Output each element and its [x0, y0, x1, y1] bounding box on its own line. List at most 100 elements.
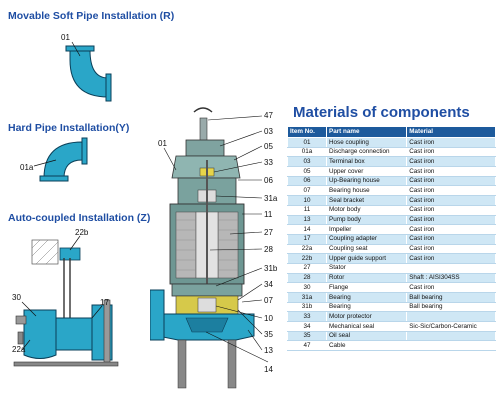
callout-11: 11	[264, 210, 273, 219]
material	[406, 330, 496, 342]
material: Cast iron	[406, 204, 496, 216]
callout-34: 34	[264, 280, 273, 289]
part-name: Pump body	[325, 214, 408, 226]
item-no: 27	[287, 262, 327, 274]
callout-35: 35	[264, 330, 273, 339]
callout-31b: 31b	[264, 264, 278, 273]
item-no: 06	[287, 175, 327, 187]
part-name: Oil seal	[325, 330, 408, 342]
part-name: Discharge connection	[325, 146, 408, 158]
item-no: 07	[287, 185, 327, 197]
material: Cast iron	[406, 243, 496, 255]
material: Cast iron	[406, 282, 496, 293]
label-30: 30	[12, 293, 21, 302]
item-no: 10	[287, 195, 327, 206]
material: Cast iron	[406, 137, 496, 148]
part-name: Bearing	[325, 292, 408, 303]
material	[406, 340, 496, 352]
hard-pipe-elbow: 01a	[20, 137, 88, 182]
item-no: 22a	[287, 243, 327, 255]
material: Cast iron	[406, 195, 496, 206]
item-no: 30	[287, 282, 327, 293]
item-no: 35	[287, 330, 327, 342]
part-name: Coupling seat	[325, 243, 408, 255]
item-no: 03	[287, 156, 327, 168]
part-name: Terminal box	[325, 156, 408, 168]
item-no: 28	[287, 272, 327, 284]
item-no: 05	[287, 166, 327, 177]
material: Cast iron	[406, 146, 496, 158]
part-name: Upper guide support	[325, 253, 408, 264]
movable-installation-title: Movable Soft Pipe Installation (R)	[8, 10, 175, 22]
part-name: Up-Bearing house	[325, 175, 408, 187]
item-no: 33	[287, 311, 327, 323]
label-17: 17	[100, 298, 109, 307]
callout-13: 13	[264, 346, 273, 355]
callout-03: 03	[264, 127, 273, 136]
callout-31a: 31a	[264, 194, 278, 203]
part-name: Mechanical seal	[325, 321, 408, 332]
part-name: Bearing	[325, 301, 408, 313]
callout-06: 06	[264, 176, 273, 185]
item-no: 34	[287, 321, 327, 332]
item-no: 11	[287, 204, 327, 216]
part-name: Rotor	[325, 272, 408, 284]
item-no: 01a	[287, 146, 327, 158]
part-name: Seal bracket	[325, 195, 408, 206]
material: Cast iron	[406, 166, 496, 177]
label-22a: 22a	[12, 345, 26, 354]
part-name: Cable	[325, 340, 408, 352]
soft-pipe-elbow: 01	[61, 33, 112, 102]
item-no: 31a	[287, 292, 327, 303]
material	[406, 311, 496, 323]
item-no: 22b	[287, 253, 327, 264]
callout-28: 28	[264, 245, 273, 254]
item-no: 13	[287, 214, 327, 226]
callout-14: 14	[264, 365, 273, 374]
part-name: Impeller	[325, 224, 408, 235]
header-part-name: Part name	[325, 126, 408, 138]
label-01-movable: 01	[61, 33, 70, 42]
material: Sic-Sic/Carbon-Ceramic	[406, 321, 496, 332]
callout-10: 10	[264, 314, 273, 323]
materials-header-row: Item No. Part name Material	[287, 126, 496, 138]
materials-title: Materials of components	[293, 104, 470, 121]
callout-01: 01	[158, 139, 167, 148]
part-name: Bearing house	[325, 185, 408, 197]
part-name: Stator	[325, 262, 408, 274]
header-material: Material	[406, 126, 496, 138]
material: Cast iron	[406, 214, 496, 226]
part-name: Flange	[325, 282, 408, 293]
material: Cast iron	[406, 185, 496, 197]
item-no: 17	[287, 233, 327, 245]
item-no: 47	[287, 340, 327, 352]
auto-installation-title: Auto-coupled Installation (Z)	[8, 212, 151, 224]
callout-47: 47	[264, 111, 273, 120]
material: Cast iron	[406, 175, 496, 187]
label-22b: 22b	[75, 228, 89, 237]
material: Cast iron	[406, 233, 496, 245]
part-name: Motor body	[325, 204, 408, 216]
material: Cast iron	[406, 156, 496, 168]
installation-drawings: 01 01a 22b 30 17 22a	[12, 33, 119, 367]
item-no: 01	[287, 137, 327, 148]
material: Cast iron	[406, 253, 496, 264]
label-01a-hard: 01a	[20, 163, 34, 172]
header-item-no: Item No.	[287, 126, 327, 138]
